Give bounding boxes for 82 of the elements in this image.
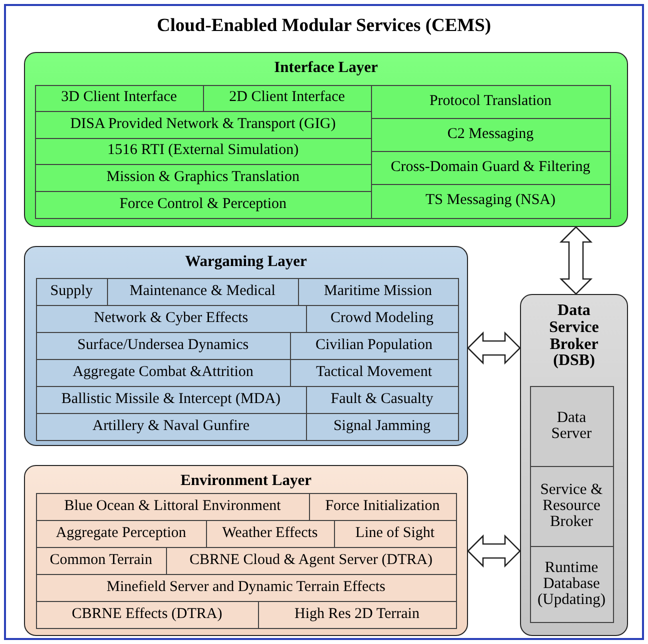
module-label: Force Initialization <box>325 498 440 514</box>
layer-heading: Wargaming Layer <box>184 253 308 271</box>
module-box <box>306 412 458 440</box>
double-arrow <box>559 226 593 295</box>
module-box <box>334 520 456 548</box>
service-box <box>530 546 614 622</box>
module-box <box>36 278 108 306</box>
module-label: 1516 RTI (External Simulation) <box>107 143 299 159</box>
layer-heading: Environment Layer <box>179 472 313 490</box>
module-label: Common Terrain <box>50 552 152 568</box>
module-label: Crowd Modeling <box>330 310 434 326</box>
broker-panel <box>520 294 628 636</box>
module-box <box>258 600 456 628</box>
service-box <box>530 466 614 546</box>
module-box <box>370 118 610 152</box>
frame-heading: Cloud-Enabled Modular Services (CEMS) <box>156 16 492 37</box>
module-box <box>34 84 204 112</box>
module-label: Maintenance & Medical <box>130 284 276 300</box>
module-box <box>36 358 290 386</box>
module-box <box>34 138 372 164</box>
module-box <box>34 190 372 218</box>
module-label: Ballistic Missile & Intercept (MDA) <box>61 392 281 408</box>
service-box <box>530 386 614 466</box>
module-label: 2D Client Interface <box>229 90 345 106</box>
module-label: Artillery & Naval Gunfire <box>92 418 250 434</box>
module-box <box>306 304 458 332</box>
module-box <box>298 278 458 306</box>
module-box <box>202 84 372 112</box>
module-label: Line of Sight <box>355 526 435 542</box>
module-label: Tactical Movement <box>316 364 432 380</box>
module-label: Runtime Database (Updating) <box>538 560 606 608</box>
double-arrow <box>467 331 521 365</box>
module-box <box>290 332 458 360</box>
module-label: TS Messaging (NSA) <box>426 193 556 209</box>
module-label: Supply <box>50 284 93 300</box>
module-label: Protocol Translation <box>429 94 552 110</box>
module-box <box>36 386 306 414</box>
module-label: Service & Resource Broker <box>539 482 604 530</box>
module-box <box>36 304 306 332</box>
layer-panel <box>24 246 468 446</box>
module-box <box>290 358 458 386</box>
module-label: Mission & Graphics Translation <box>106 170 300 186</box>
module-label: Aggregate Perception <box>56 526 186 542</box>
module-label: Blue Ocean & Littoral Environment <box>64 498 281 514</box>
module-box <box>36 492 310 520</box>
diagram-frame <box>4 4 644 640</box>
module-label: Data Server <box>550 410 593 442</box>
module-label: Minefield Server and Dynamic Terrain Effects <box>106 580 386 596</box>
module-box <box>34 110 372 138</box>
layer-panel <box>24 52 628 227</box>
module-label: Aggregate Combat &Attrition <box>72 364 254 380</box>
module-box <box>370 184 610 218</box>
module-box <box>36 520 206 548</box>
module-label: C2 Messaging <box>447 126 534 142</box>
module-box <box>36 332 290 360</box>
module-label: Cross-Domain Guard & Filtering <box>390 160 590 176</box>
module-label: High Res 2D Terrain <box>294 606 420 622</box>
module-label: Maritime Mission <box>324 284 432 300</box>
module-label: Weather Effects <box>222 526 318 542</box>
module-box <box>370 84 610 118</box>
double-arrow <box>467 534 521 568</box>
layer-panel <box>24 465 468 636</box>
module-label: Force Control & Perception <box>119 196 287 212</box>
module-box <box>36 600 258 628</box>
module-box <box>370 150 610 184</box>
module-box <box>106 278 298 306</box>
module-label: CBRNE Effects (DTRA) <box>72 606 222 622</box>
module-label: 3D Client Interface <box>61 90 177 106</box>
module-label: CBRNE Cloud & Agent Server (DTRA) <box>190 552 432 568</box>
module-box <box>36 412 306 440</box>
module-label: Civilian Population <box>315 338 433 354</box>
module-label: DISA Provided Network & Transport (GIG) <box>70 116 336 132</box>
module-label: Network & Cyber Effects <box>94 310 248 326</box>
module-label: Fault & Casualty <box>330 392 434 408</box>
module-box <box>308 492 456 520</box>
module-box <box>306 386 458 414</box>
module-label: Surface/Undersea Dynamics <box>77 338 249 354</box>
layer-heading: Interface Layer <box>273 59 379 77</box>
module-box <box>36 574 456 602</box>
module-box <box>34 164 372 192</box>
module-label: Signal Jamming <box>333 418 431 434</box>
layer-heading: Data Service Broker (DSB) <box>548 303 600 370</box>
